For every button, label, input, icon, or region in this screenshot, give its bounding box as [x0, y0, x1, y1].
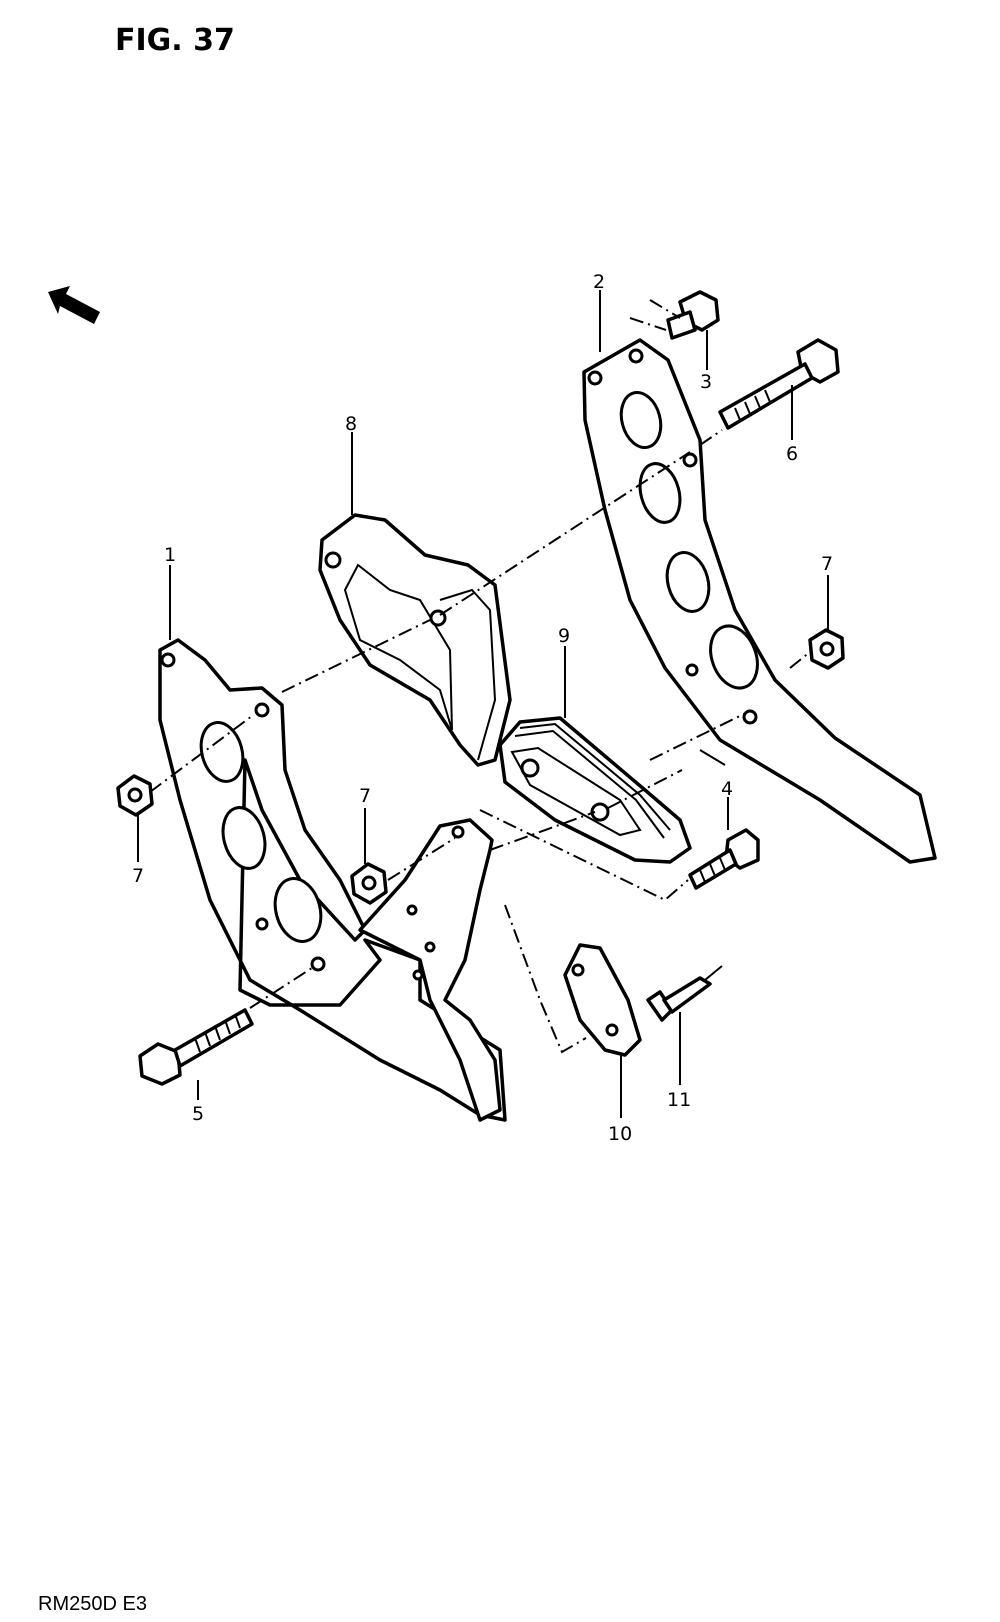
callout-part-5: 5	[192, 1103, 204, 1125]
callout-part-7-right: 7	[821, 553, 833, 575]
model-code-footer: RM250D E3	[38, 1593, 147, 1615]
long-bolt-part-6	[718, 338, 840, 430]
bracket-arm	[358, 818, 502, 1122]
callout-part-2: 2	[593, 271, 605, 293]
front-direction-arrow-icon	[48, 286, 100, 324]
callout-part-11: 11	[667, 1089, 691, 1111]
nut-part-7-center	[350, 862, 388, 905]
bolt-part-4	[688, 828, 760, 890]
assembly-lines	[149, 299, 811, 1054]
nut-part-7-left	[116, 774, 154, 817]
short-bolt-part-3	[666, 290, 720, 340]
left-plate-part-1	[158, 638, 507, 1122]
callout-labels: 1 2 3 4 5 6 7 7 7 8 9 10 11	[132, 271, 833, 1145]
bolt-part-5	[138, 1008, 254, 1086]
callout-part-1: 1	[164, 544, 176, 566]
spacer-block-part-8	[318, 513, 512, 767]
callout-part-8: 8	[345, 413, 357, 435]
callout-part-4: 4	[721, 778, 733, 800]
pad-part-10	[563, 943, 642, 1057]
nut-part-7-right	[808, 628, 845, 670]
callout-part-9: 9	[558, 625, 570, 647]
leader-lines	[137, 290, 829, 1118]
rivet-part-11	[646, 965, 723, 1022]
callout-part-7-left: 7	[132, 865, 144, 887]
right-plate-part-2	[582, 338, 937, 864]
callout-part-6: 6	[786, 443, 798, 465]
callout-part-10: 10	[608, 1123, 632, 1145]
rubber-damper-part-9	[498, 716, 692, 864]
figure-title: FIG. 37	[115, 23, 235, 58]
callout-part-7-center: 7	[359, 785, 371, 807]
callout-part-3: 3	[700, 371, 712, 393]
